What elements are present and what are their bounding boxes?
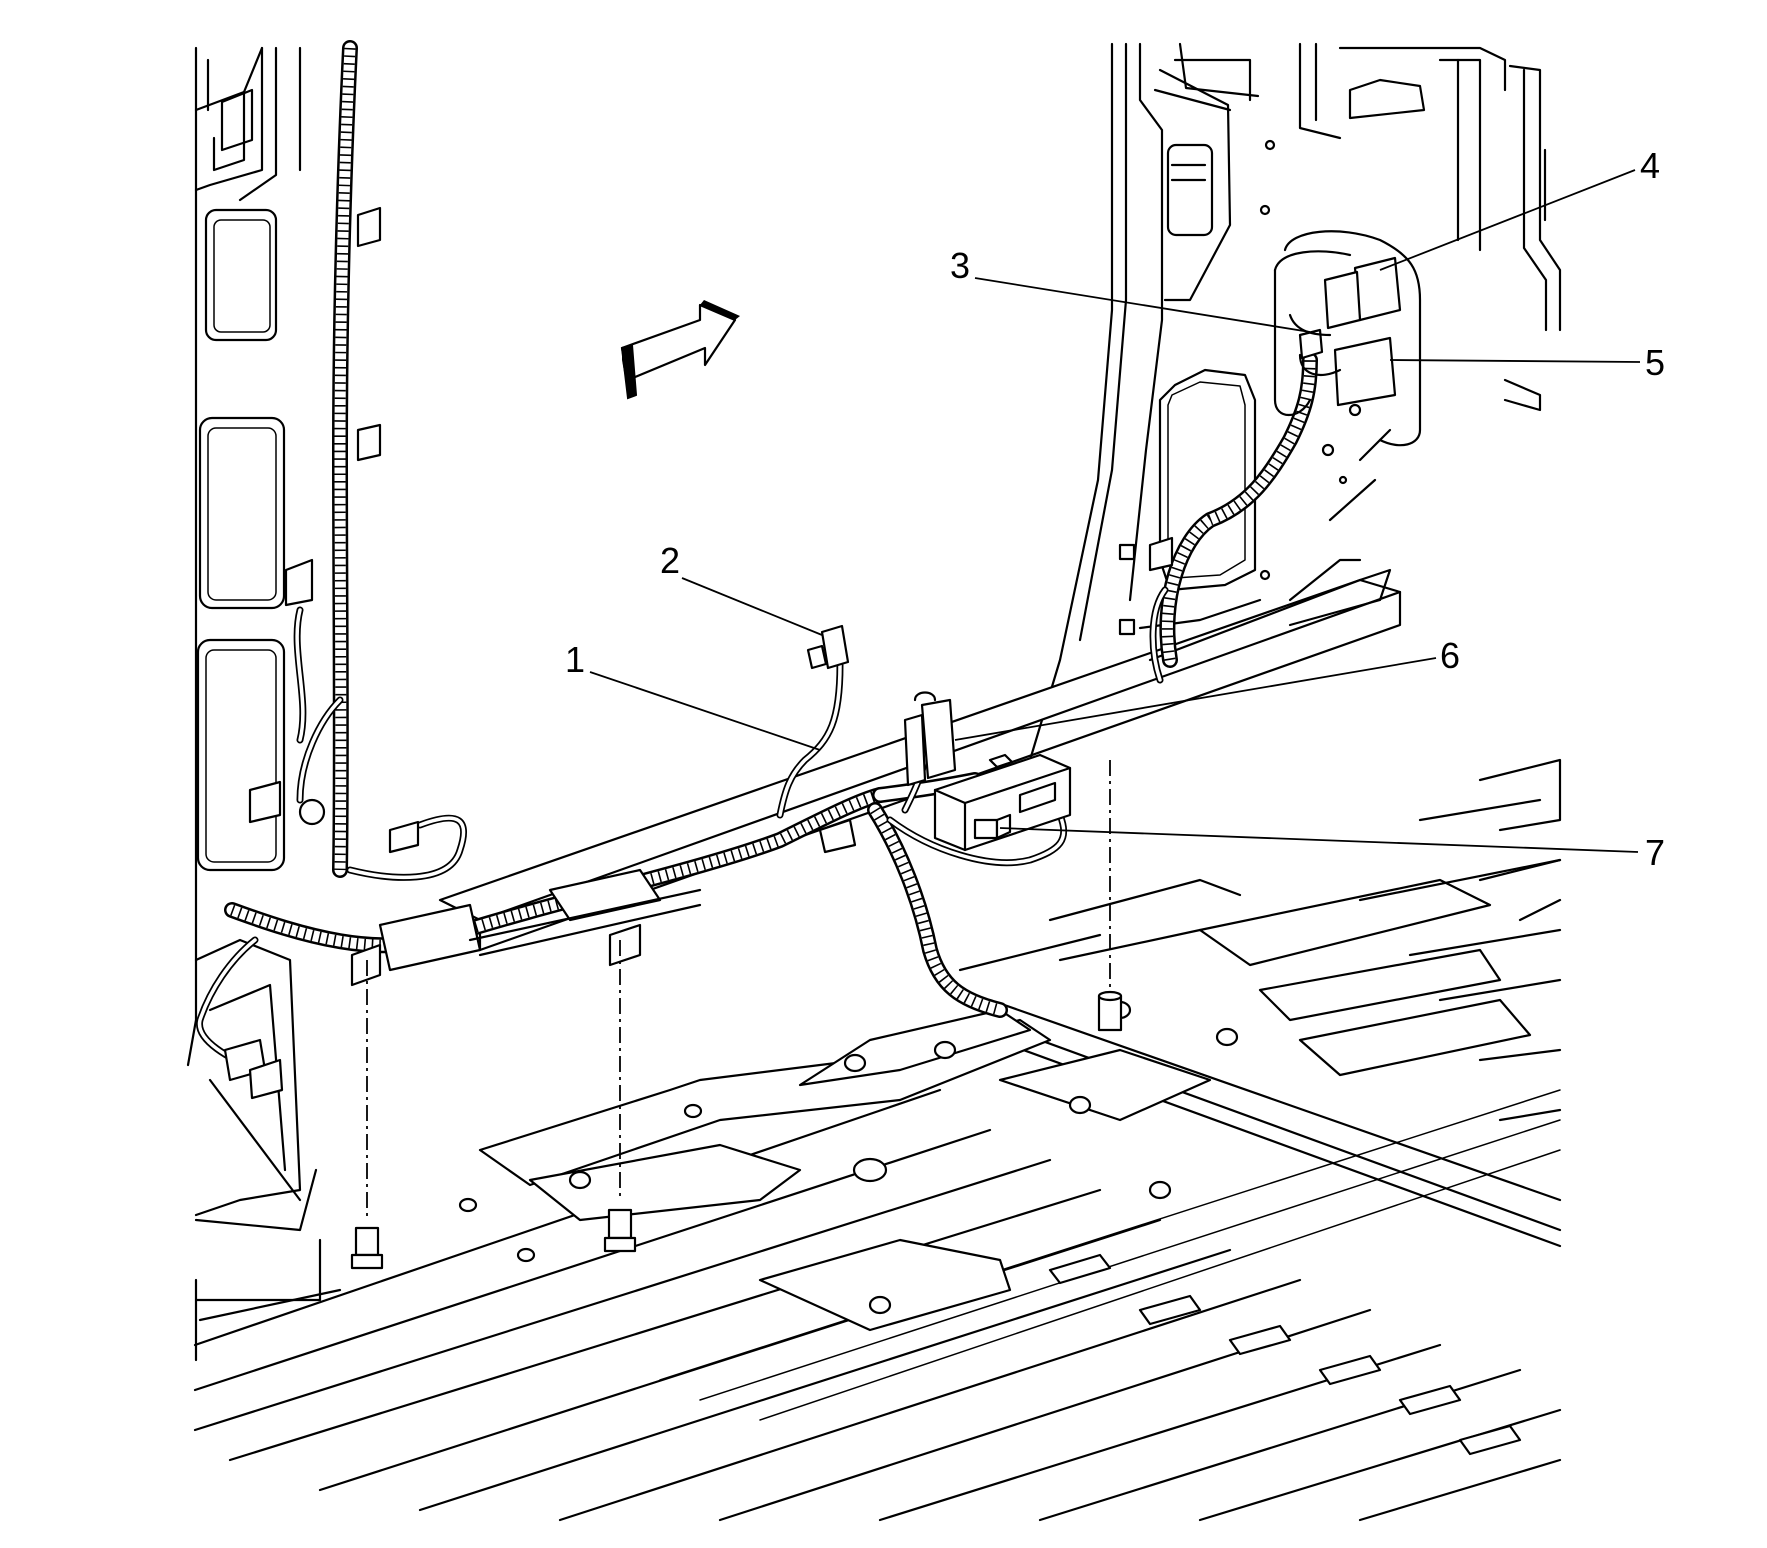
- callout-4: 4: [1640, 145, 1660, 186]
- callout-labels: 1 2 3 4 5 6 7: [565, 145, 1665, 873]
- callout-5: 5: [1645, 342, 1665, 383]
- callout-2: 2: [660, 540, 680, 581]
- leader-lines: [589, 169, 1641, 853]
- forward-arrow-icon: [620, 300, 740, 400]
- floor-panel: [193, 568, 1562, 1522]
- callout-1: 1: [565, 639, 585, 680]
- right-body-panel: [1028, 42, 1562, 762]
- fasteners: [350, 760, 1123, 1270]
- connector-group-345: [1273, 230, 1422, 447]
- harness-clips: [223, 206, 1174, 1100]
- callout-7: 7: [1645, 832, 1665, 873]
- harness-floor-bracket: [350, 868, 702, 987]
- callout-6: 6: [1440, 635, 1460, 676]
- wiring-harness: [196, 40, 1318, 1074]
- connector-2: [806, 624, 850, 670]
- connector-bundle-6: [903, 691, 957, 787]
- left-body-panel: [186, 46, 342, 1362]
- callout-3: 3: [950, 245, 970, 286]
- junction-block: [933, 753, 1072, 852]
